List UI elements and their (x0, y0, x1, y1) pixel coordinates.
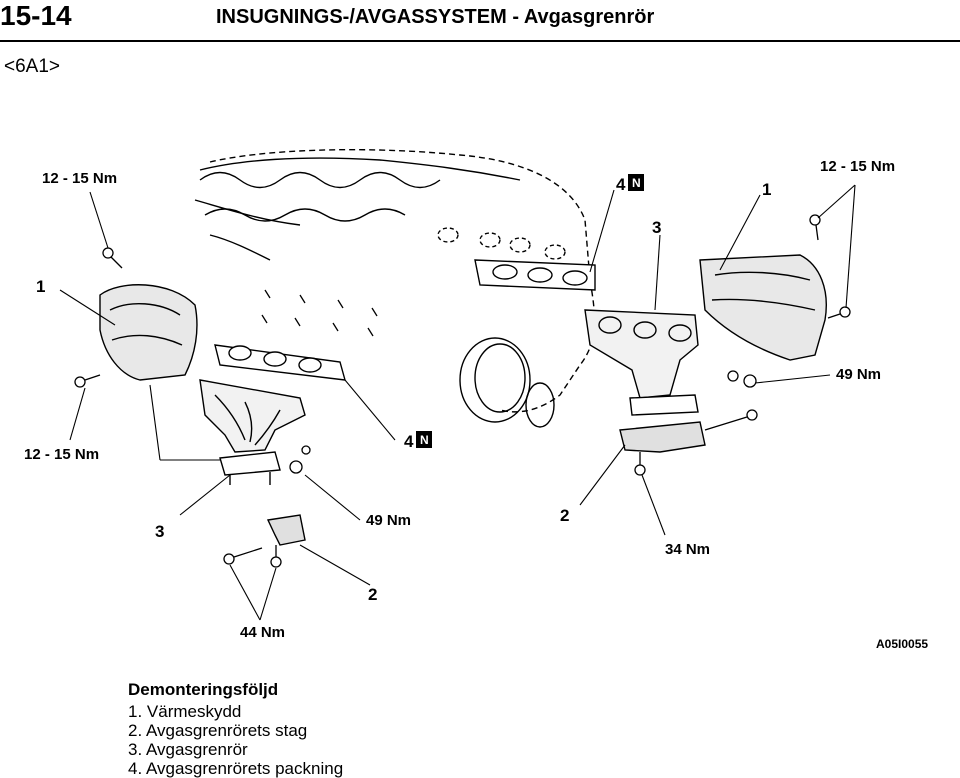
pulley-drawing (459, 337, 555, 428)
torque-label-12-15-top-right: 12 - 15 Nm (820, 158, 895, 175)
step-item: 3. Avgasgrenrör (128, 740, 248, 759)
n-mark-left-text: N (420, 433, 429, 447)
torque-label-34: 34 Nm (665, 541, 710, 558)
cylinder-head-contour (194, 157, 521, 261)
gasket-left (214, 344, 346, 381)
gasket-right (474, 259, 596, 291)
steps-list: 1. Värmeskydd 2. Avgasgrenrörets stag 3.… (128, 702, 343, 778)
bolt-icon (74, 374, 101, 388)
bolt-icon (704, 409, 758, 431)
bolt-icon (634, 452, 646, 476)
bolt-icon (102, 247, 123, 269)
torque-label-12-15-top-left: 12 - 15 Nm (42, 170, 117, 187)
torque-label-49-right: 49 Nm (836, 366, 881, 383)
callout-4-right: 4 (616, 175, 626, 194)
title-separator: - (512, 6, 520, 28)
callout-4-left: 4 (404, 432, 414, 451)
torque-label-12-15-bottom-left: 12 - 15 Nm (24, 446, 99, 463)
step-item: 4. Avgasgrenrörets packning (128, 759, 344, 778)
removal-steps: Demonteringsföljd 1. Värmeskydd 2. Avgas… (128, 680, 343, 778)
torque-label-49-left: 49 Nm (366, 512, 411, 529)
callout-2-right: 2 (560, 506, 569, 525)
bolt-icon (809, 214, 821, 241)
bolt-icon (827, 306, 851, 319)
figure-reference-code: A05I0055 (876, 637, 928, 651)
flange-left (219, 451, 281, 485)
leader-lines (59, 184, 856, 621)
n-mark-right (628, 174, 644, 191)
step-item: 2. Avgasgrenrörets stag (128, 721, 308, 740)
callout-3-right: 3 (652, 218, 661, 237)
step-item: 1. Värmeskydd (128, 702, 242, 721)
bolt-icon (270, 545, 282, 568)
bolt-icons (74, 214, 851, 568)
section-title: INSUGNINGS-/AVGASSYSTEM (216, 6, 507, 28)
stay-bracket-left (266, 514, 306, 546)
heat-shield-right (699, 254, 827, 361)
n-mark-right-text: N (632, 176, 641, 190)
flange-right (629, 394, 699, 416)
page-number: 15-14 (0, 0, 72, 31)
nut-icon (727, 370, 757, 388)
manifold-left (199, 379, 306, 453)
model-code: <6A1> (4, 56, 60, 77)
callout-2-left: 2 (368, 585, 377, 604)
n-mark-left (416, 431, 432, 448)
callout-3-left: 3 (155, 522, 164, 541)
page-header: 15-14 INSUGNINGS-/AVGASSYSTEM - Avgasgre… (0, 0, 960, 42)
page-title: INSUGNINGS-/AVGASSYSTEM - Avgasgrenrör (216, 6, 654, 29)
heat-shield-left (99, 284, 198, 381)
section-subtitle: Avgasgrenrör (523, 6, 655, 28)
intake-ports-outline (199, 171, 441, 222)
steps-heading: Demonteringsföljd (128, 680, 279, 699)
exploded-view-diagram: 12 - 15 Nm 1 12 - 15 Nm 4 N 3 49 Nm 2 44… (24, 148, 928, 651)
callout-1-left: 1 (36, 277, 45, 296)
bolt-icon (223, 547, 263, 565)
stud-icons (261, 289, 378, 337)
manifold-right (584, 309, 699, 399)
callout-1-right: 1 (762, 180, 771, 199)
nut-icon (289, 445, 311, 474)
stay-bracket-right (619, 421, 706, 453)
torque-label-44: 44 Nm (240, 624, 285, 641)
